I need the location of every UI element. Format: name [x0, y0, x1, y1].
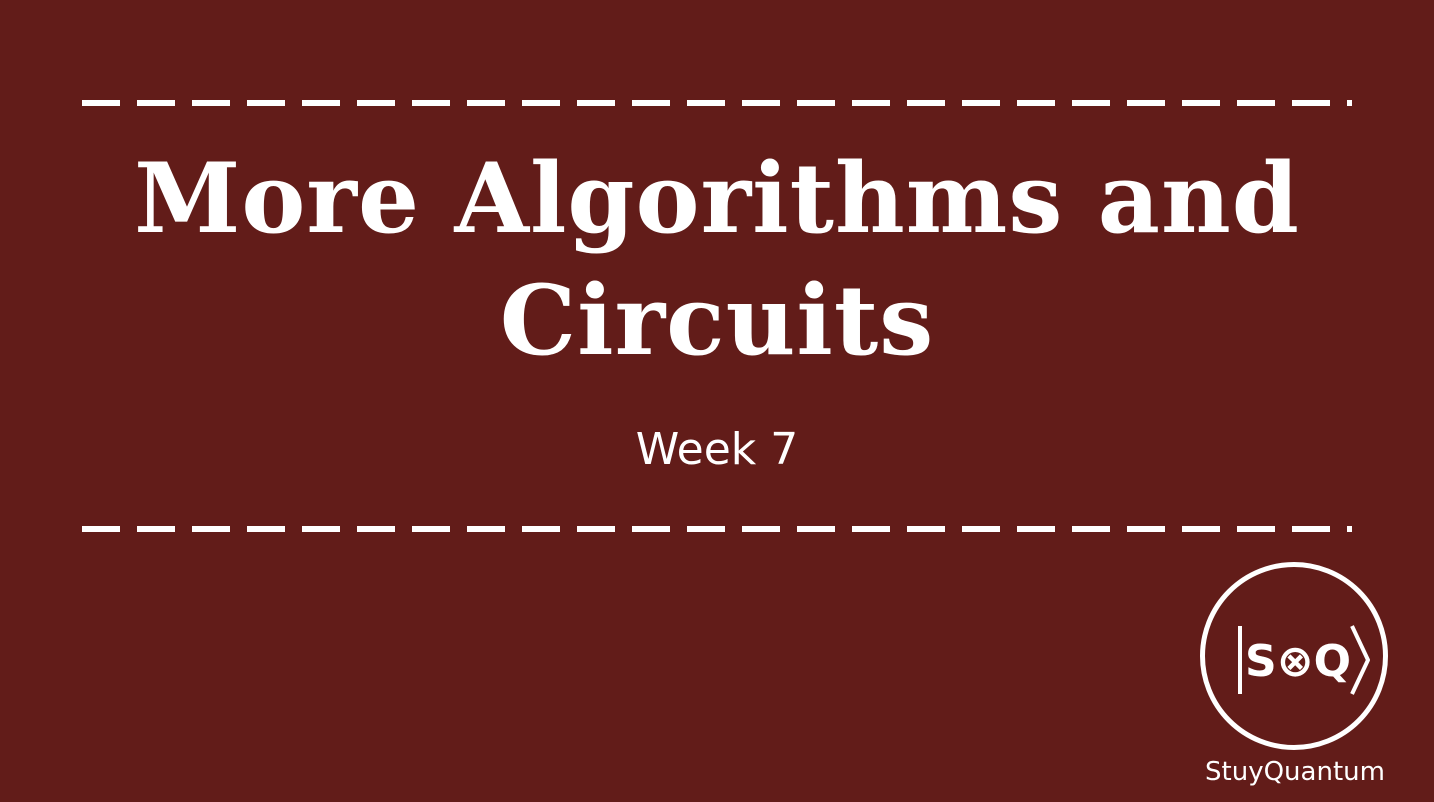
bottom-dashed-divider — [82, 526, 1352, 532]
slide-subtitle: Week 7 — [635, 424, 799, 475]
top-dashed-divider — [82, 100, 1352, 106]
logo-circle — [1200, 562, 1388, 750]
ket-bracket-icon — [1350, 625, 1370, 695]
logo-name: StuyQuantum — [1205, 757, 1385, 787]
stuyquantum-logo: S⊗Q — [1238, 625, 1370, 695]
slide-title-line-2: Circuits — [499, 264, 935, 377]
slide-title: More Algorithms and Circuits — [0, 138, 1434, 382]
logo-mark-text: S⊗Q — [1245, 636, 1351, 687]
slide-title-line-1: More Algorithms and — [134, 142, 1300, 255]
